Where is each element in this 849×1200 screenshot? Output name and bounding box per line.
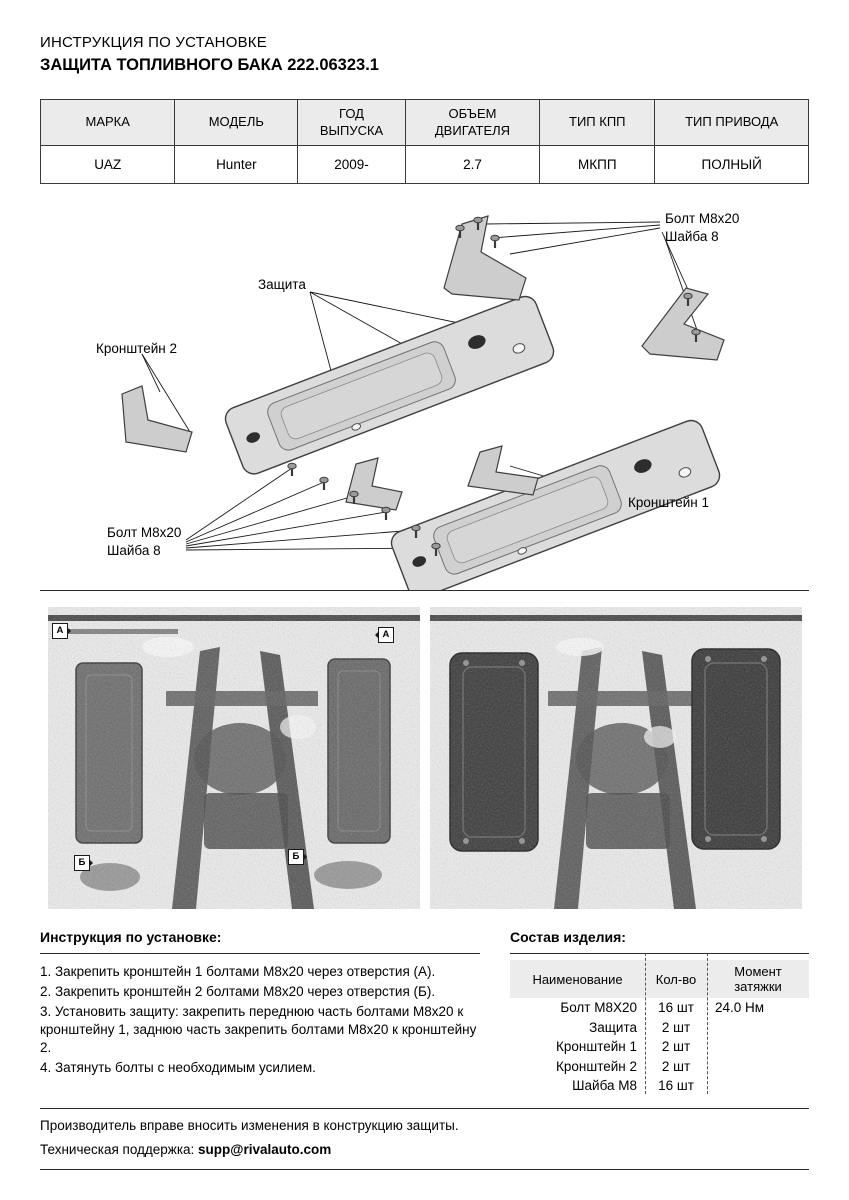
label-bracket-1: Кронштейн 1: [628, 495, 709, 510]
marker-b-1: Б: [73, 855, 94, 871]
installation-photos: А А Б Б: [40, 607, 809, 909]
instructions-divider: [40, 953, 480, 954]
spec-header-model: МОДЕЛЬ: [174, 99, 299, 146]
parts-table: Наименование Кол-во Момент затяжки Болт …: [510, 960, 809, 1096]
label-bolt-top-line: Болт М8х20: [665, 211, 740, 226]
photo-before-image: [47, 607, 420, 909]
part-name: Кронштейн 2: [556, 1058, 637, 1074]
bracket-top-right: [443, 215, 527, 301]
parts-row: Шайба М8 16 шт: [510, 1076, 809, 1096]
spec-header-brand: МАРКА: [39, 99, 176, 146]
footer-divider-bottom: [40, 1169, 809, 1170]
bracket-1-front: [345, 457, 403, 511]
part-qty: 2 шт: [661, 1058, 691, 1074]
spec-value-year: 2009-: [297, 145, 406, 184]
part-qty: 2 шт: [661, 1019, 691, 1035]
part-name: Кронштейн 1: [556, 1039, 637, 1055]
spec-value-row: UAZ Hunter 2009- 2.7 МКПП ПОЛНЫЙ: [39, 145, 809, 184]
spec-header-drive: ТИП ПРИВОДА: [654, 99, 809, 146]
instructions-title: Инструкция по установке:: [40, 929, 222, 945]
instruction-step-3: 3. Установить защиту: закрепить переднюю…: [40, 1004, 477, 1056]
instruction-step-4: 4. Затянуть болты с необходимым усилием.: [40, 1060, 316, 1076]
marker-letter: Б: [292, 851, 300, 862]
parts-row: Болт М8Х20 16 шт 24.0 Нм: [510, 998, 809, 1018]
label-bolt-m8x20-top: Болт М8х20 Шайба 8: [665, 210, 739, 245]
parts-list: Состав изделия: Наименование Кол-во Моме…: [510, 929, 809, 1094]
shield-plate-rear: [221, 292, 558, 479]
parts-column-divider-2: [707, 953, 708, 1094]
spec-header-engine: ОБЪЕМ ДВИГАТЕЛЯ: [404, 99, 541, 146]
instruction-steps: 1. Закрепить кронштейн 1 болтами М8х20 ч…: [40, 963, 480, 1077]
part-torque: 24.0 Нм: [715, 1000, 765, 1015]
instruction-step-2: 2. Закрепить кронштейн 2 болтами М8х20 ч…: [40, 984, 436, 1000]
brackets: [121, 215, 725, 511]
spec-header-row: МАРКА МОДЕЛЬ ГОД ВЫПУСКА ОБЪЕМ ДВИГАТЕЛЯ…: [39, 99, 809, 146]
vehicle-spec-table: МАРКА МОДЕЛЬ ГОД ВЫПУСКА ОБЪЕМ ДВИГАТЕЛЯ…: [39, 99, 809, 184]
section-divider: [40, 590, 809, 591]
spec-header-year: ГОД ВЫПУСКА: [297, 99, 406, 146]
bracket-2-left: [121, 385, 193, 453]
label-bolt-m8x20-bottom: Болт М8х20 Шайба 8: [107, 524, 181, 559]
spec-value-drive: ПОЛНЫЙ: [654, 145, 809, 184]
marker-letter: Б: [78, 857, 86, 868]
part-qty: 16 шт: [658, 1000, 694, 1015]
disclaimer-text: Производитель вправе вносить изменения в…: [40, 1118, 459, 1133]
spec-value-brand: UAZ: [39, 145, 176, 184]
instruction-step-1: 1. Закрепить кронштейн 1 болтами М8х20 ч…: [40, 964, 436, 979]
spec-header-gearbox: ТИП КПП: [539, 99, 656, 146]
parts-row: Кронштейн 1 2 шт: [510, 1037, 809, 1057]
part-name: Защита: [589, 1019, 637, 1035]
spec-value-model: Hunter: [174, 145, 299, 184]
part-torque: [707, 1037, 809, 1057]
exploded-view: Болт М8х20 Шайба 8 Защита Кронштейн 2 Кр…: [40, 194, 809, 590]
label-bracket-2: Кронштейн 2: [96, 341, 177, 356]
parts-row: Кронштейн 2 2 шт: [510, 1057, 809, 1077]
document-header: ИНСТРУКЦИЯ ПО УСТАНОВКЕ ЗАЩИТА ТОПЛИВНОГ…: [40, 34, 809, 75]
bottom-section: Инструкция по установке: 1. Закрепить кр…: [40, 929, 809, 1094]
photo-after-image: [429, 607, 802, 909]
support-email-link[interactable]: supp@rivalauto.com: [198, 1142, 332, 1157]
exploded-diagram: [121, 215, 725, 590]
parts-header-row: Наименование Кол-во Момент затяжки: [510, 960, 809, 998]
support-line: Техническая поддержка: supp@rivalauto.co…: [40, 1142, 809, 1157]
bracket-1-mid: [467, 445, 539, 496]
marker-a-2: А: [374, 627, 395, 643]
label-washer-top-line: Шайба 8: [665, 228, 719, 244]
installation-instructions: Инструкция по установке: 1. Закрепить кр…: [40, 929, 480, 1094]
bracket-far-right: [641, 287, 725, 361]
part-name: Болт М8Х20: [560, 1000, 637, 1015]
photo-installed: [429, 607, 802, 909]
part-torque: [707, 1018, 809, 1038]
spec-value-gearbox: МКПП: [539, 145, 656, 184]
parts-divider: [510, 953, 809, 954]
parts-header-qty: Кол-во: [645, 960, 707, 998]
parts-column-divider-1: [645, 953, 646, 1094]
label-shield: Защита: [258, 277, 306, 292]
document-title: ЗАЩИТА ТОПЛИВНОГО БАКА 222.06323.1: [40, 56, 379, 74]
parts-title: Состав изделия:: [510, 929, 626, 945]
label-washer-bottom-line: Шайба 8: [107, 542, 161, 558]
label-bolt-bottom-line: Болт М8х20: [107, 525, 182, 540]
part-qty: 16 шт: [658, 1078, 694, 1094]
photo-mount-locations: А А Б Б: [47, 607, 420, 909]
parts-header-name: Наименование: [510, 960, 645, 998]
part-name: Шайба М8: [572, 1078, 637, 1094]
parts-row: Защита 2 шт: [510, 1018, 809, 1038]
marker-letter: А: [382, 629, 390, 640]
part-torque: [707, 1057, 809, 1077]
part-torque: [707, 1076, 809, 1096]
spec-value-engine: 2.7: [404, 145, 541, 184]
marker-letter: А: [56, 625, 64, 636]
marker-b-2: Б: [287, 849, 308, 865]
footer-divider-top: [40, 1108, 809, 1109]
document-footer: Производитель вправе вносить изменения в…: [40, 1108, 809, 1170]
support-label: Техническая поддержка:: [40, 1142, 199, 1157]
document-subtitle: ИНСТРУКЦИЯ ПО УСТАНОВКЕ: [40, 34, 267, 51]
parts-header-torque: Момент затяжки: [707, 960, 809, 998]
marker-a-1: А: [51, 623, 72, 639]
part-qty: 2 шт: [661, 1039, 691, 1055]
